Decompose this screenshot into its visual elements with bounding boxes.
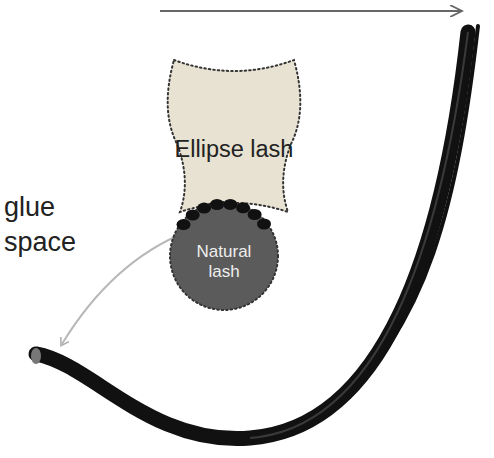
glue-bead [177,219,191,230]
natural-lash-circle: Natural lash [168,200,280,312]
lash-curve [36,32,468,439]
glue-bead [248,209,262,220]
glue-bead [186,210,200,221]
node-outline [164,52,304,218]
ellipse-outline [168,60,301,212]
glue-leader [62,232,186,344]
ellipse-lash-shape: Ellipse lash [164,52,304,218]
glue-bead [236,202,250,213]
glue-bead [197,203,211,214]
natural-outline [170,202,278,310]
glue-bead [257,219,271,230]
glue-bead [210,199,224,210]
direction-arrow [160,10,462,12]
node-label: Ellipse lash [175,135,294,163]
lash-tip [330,26,478,410]
node-label: Natural lash [189,242,259,283]
lash-base-cut [31,348,41,364]
glue-beads [177,199,272,230]
glue-space-label: glue space [4,190,100,260]
glue-bead [223,199,237,210]
